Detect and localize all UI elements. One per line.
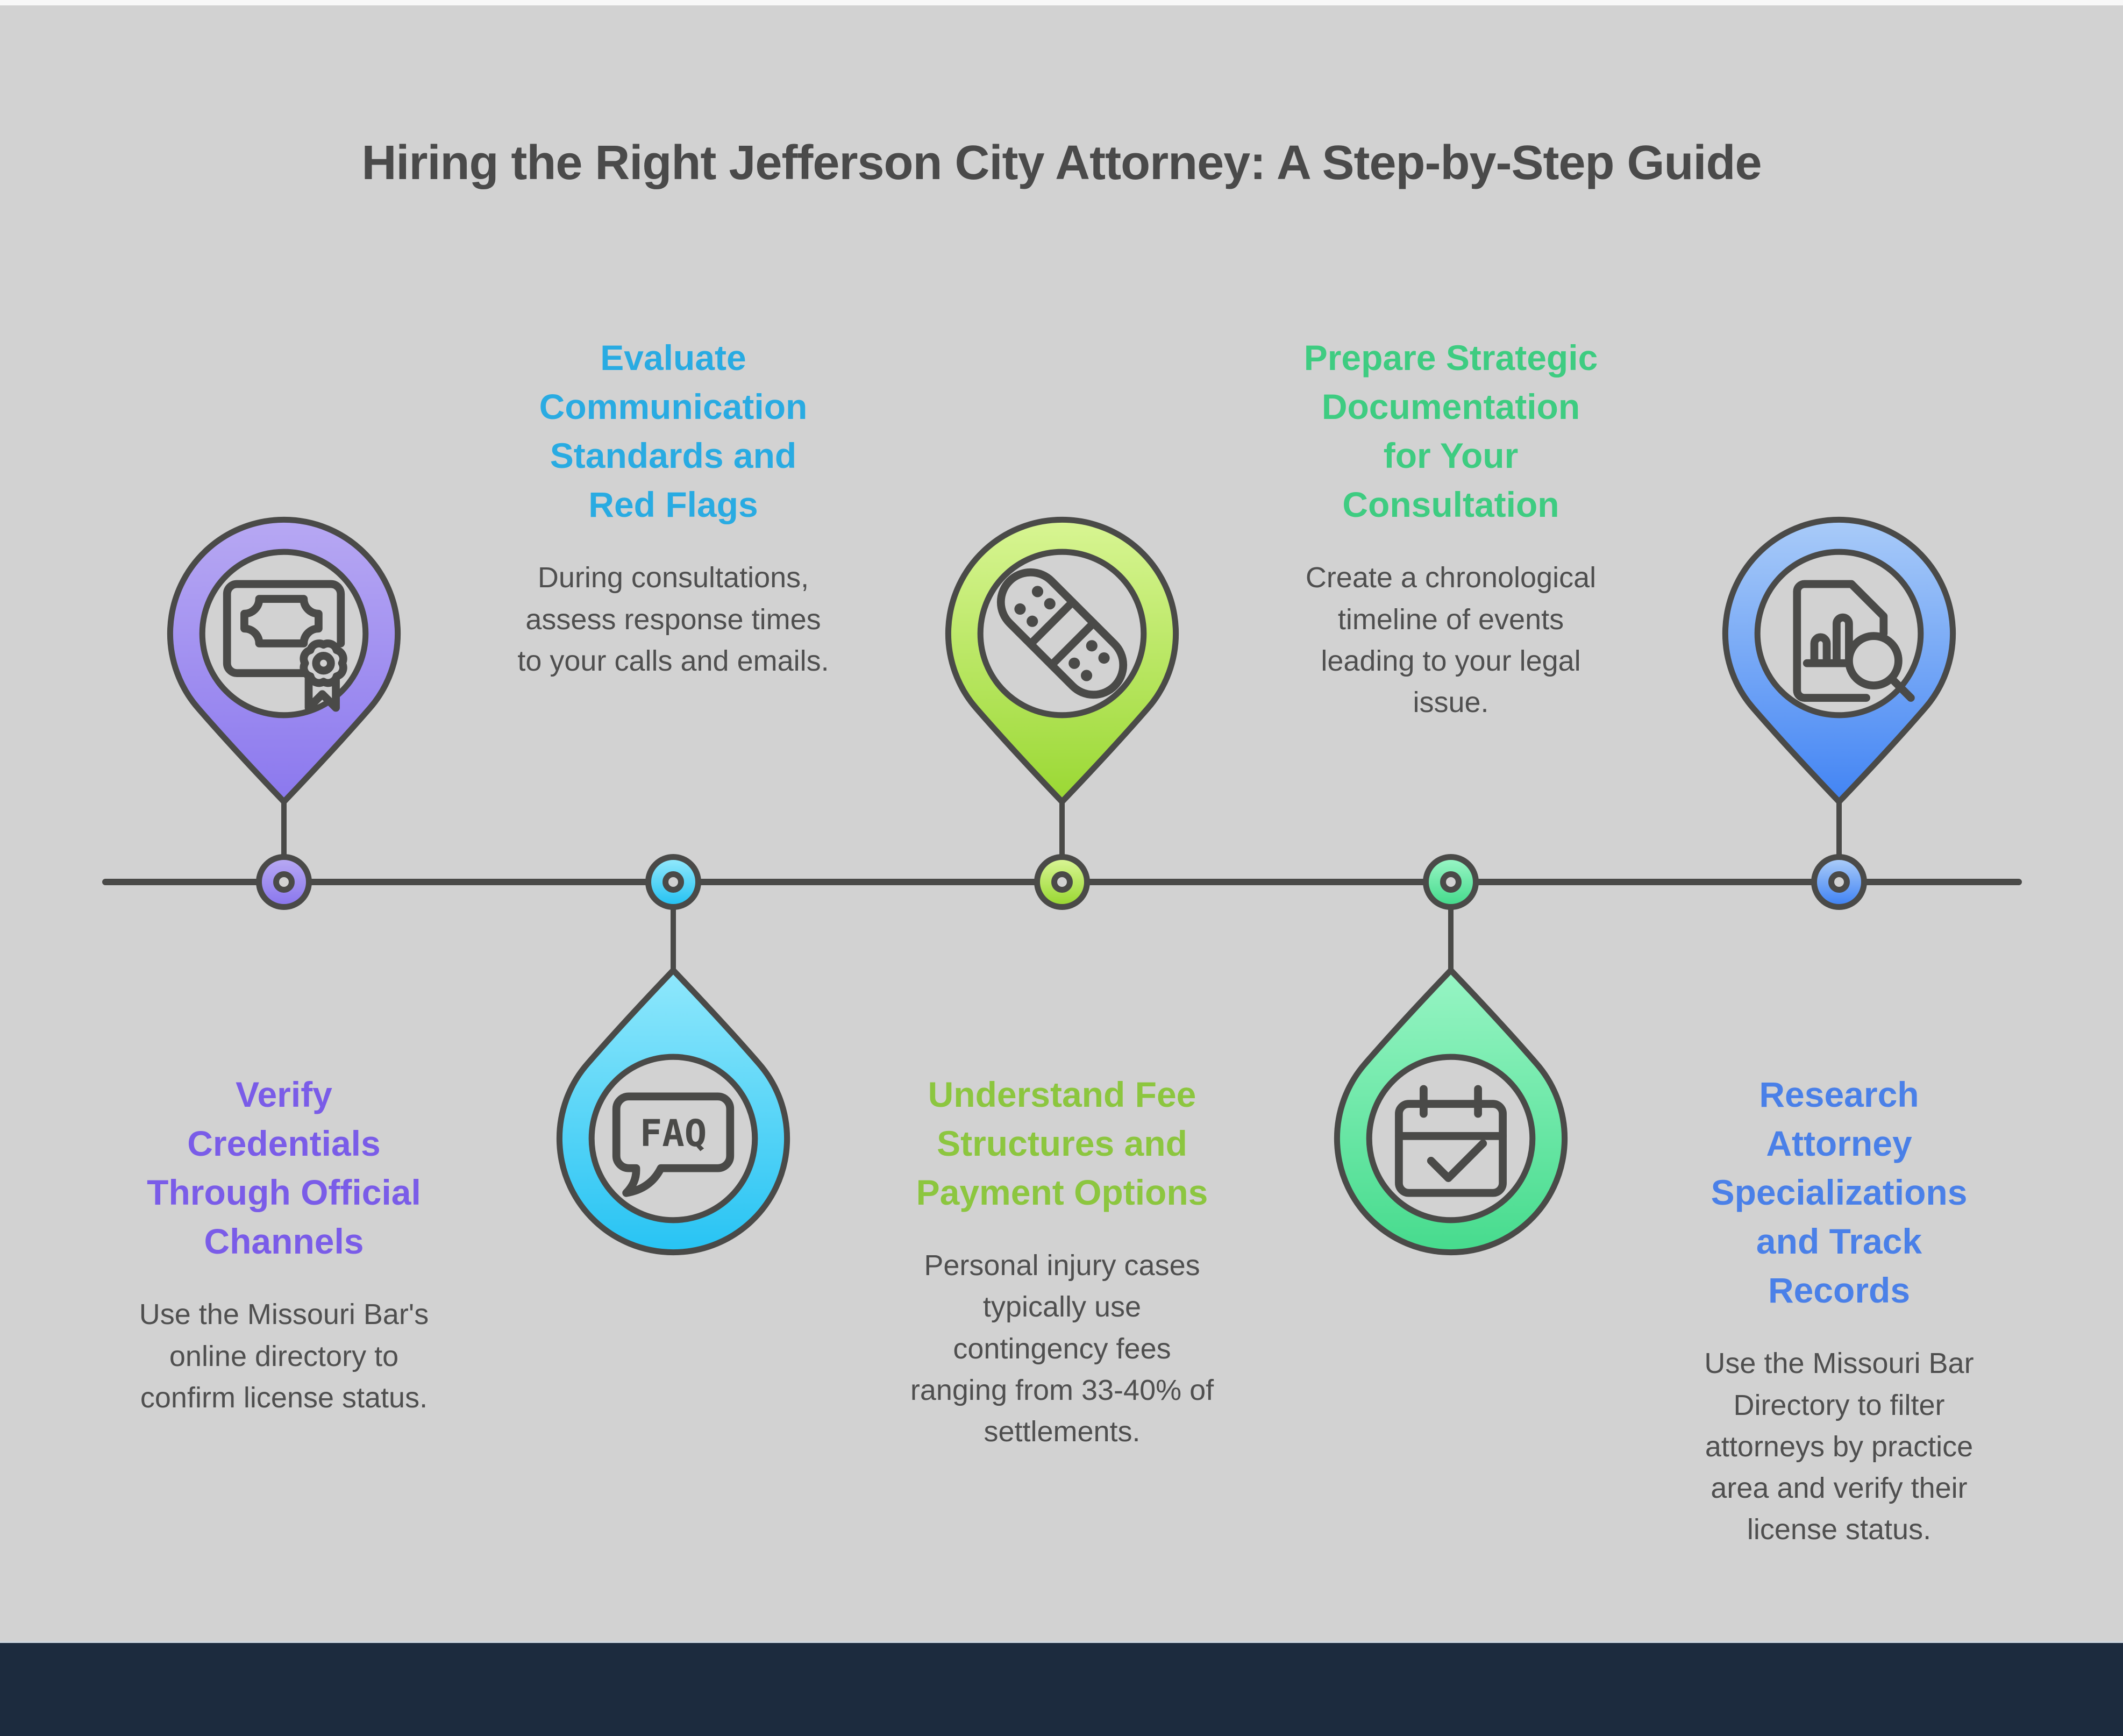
- map-pin: [1334, 966, 1568, 1256]
- connector-line: [281, 782, 287, 882]
- step-description: Personal injury cases typically use cont…: [910, 1249, 1214, 1448]
- step-verify-credentials: Verify Credentials Through Official Chan…: [90, 0, 478, 1736]
- step-heading: Understand Fee Structures and Payment Op…: [916, 1075, 1208, 1213]
- map-pin: [1722, 516, 1956, 806]
- connector-line: [1448, 882, 1454, 974]
- timeline-node: [645, 854, 701, 910]
- timeline-node-hole: [1051, 871, 1073, 893]
- step-understand-fees: Understand Fee Structures and Payment Op…: [868, 0, 1256, 1736]
- step-text: Evaluate Communication Standards and Red…: [480, 333, 867, 682]
- step-text: Research Attorney Specializations and Tr…: [1645, 1070, 2033, 1550]
- timeline-node-hole: [1440, 871, 1462, 893]
- top-strip: [0, 0, 2123, 5]
- step-description: Create a chronological timeline of event…: [1305, 561, 1597, 718]
- step-description: Use the Missouri Bar Directory to filter…: [1704, 1347, 1974, 1546]
- map-pin: [945, 516, 1179, 806]
- step-description: Use the Missouri Bar's online directory …: [139, 1298, 429, 1414]
- step-research-specializations: Research Attorney Specializations and Tr…: [1645, 0, 2033, 1736]
- connector-line: [671, 882, 676, 974]
- step-heading: Evaluate Communication Standards and Red…: [539, 338, 808, 525]
- step-text: Verify Credentials Through Official Chan…: [90, 1070, 478, 1419]
- svg-text:FAQ: FAQ: [640, 1112, 707, 1155]
- step-heading: Research Attorney Specializations and Tr…: [1711, 1075, 1968, 1311]
- timeline-node: [1034, 854, 1090, 910]
- timeline-node: [1811, 854, 1867, 910]
- step-evaluate-communication: FAQ Evaluate Communication Standards and…: [480, 0, 867, 1736]
- step-text: Prepare Strategic Documentation for Your…: [1257, 333, 1644, 723]
- step-description: During consultations, assess response ti…: [517, 561, 829, 677]
- bandage-icon: [996, 568, 1128, 699]
- timeline-node: [1423, 854, 1479, 910]
- map-pin: [167, 516, 401, 806]
- map-pin: FAQ: [556, 966, 790, 1256]
- page-title: Hiring the Right Jefferson City Attorney…: [361, 136, 1762, 190]
- document-search-icon: [1793, 580, 1915, 702]
- step-prepare-documentation: Prepare Strategic Documentation for Your…: [1257, 0, 1644, 1736]
- connector-line: [1836, 782, 1842, 882]
- timeline-node-hole: [273, 871, 295, 893]
- timeline-node: [256, 854, 312, 910]
- step-heading: Prepare Strategic Documentation for Your…: [1303, 338, 1598, 525]
- timeline-node-hole: [1828, 871, 1850, 893]
- step-text: Understand Fee Structures and Payment Op…: [868, 1070, 1256, 1453]
- faq-icon: FAQ: [612, 1092, 735, 1197]
- connector-line: [1059, 782, 1065, 882]
- timeline-node-hole: [662, 871, 684, 893]
- certificate-icon: [223, 580, 347, 712]
- step-heading: Verify Credentials Through Official Chan…: [147, 1075, 421, 1262]
- calendar-check-icon: [1395, 1085, 1507, 1197]
- footer-bar: [0, 1641, 2123, 1736]
